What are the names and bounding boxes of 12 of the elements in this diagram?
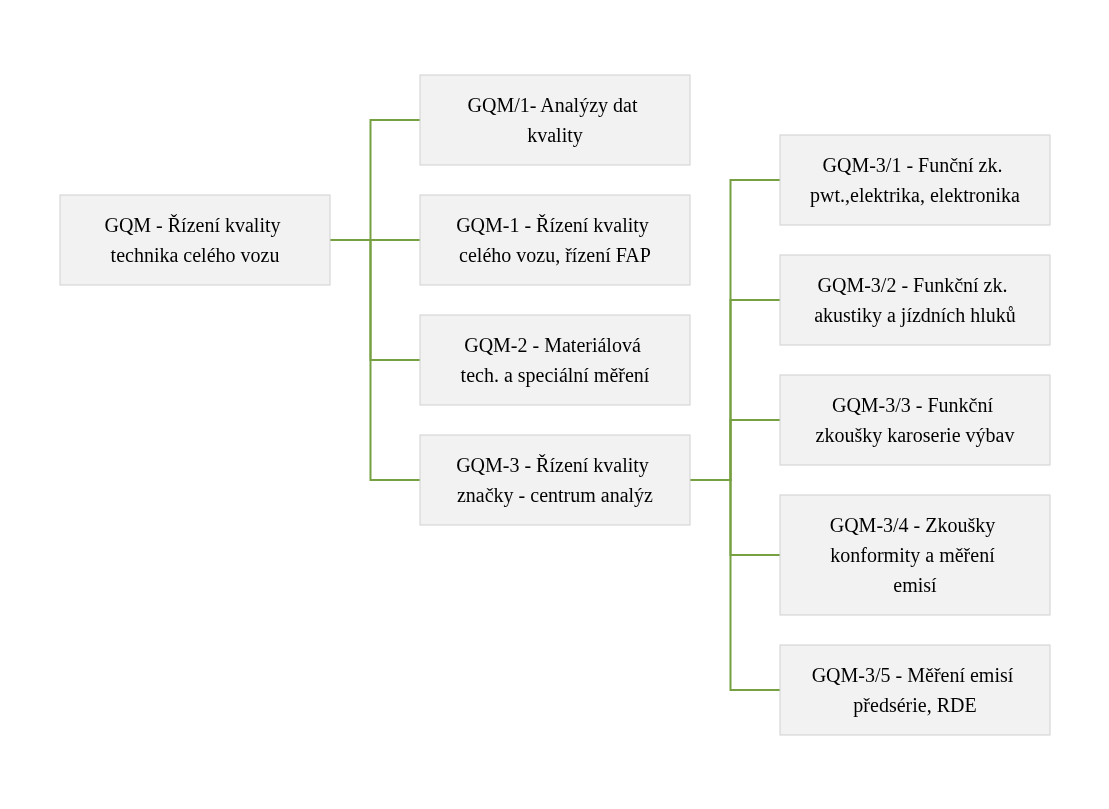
node-box: GQM/1- Analýzy dat kvality <box>419 74 690 165</box>
node-box: GQM-3 - Řízení kvality značky - centrum analýz <box>419 434 690 525</box>
node-box: GQM - Řízení kvality technika celého vozu <box>59 194 330 285</box>
connector <box>688 478 781 691</box>
node-box: GQM-3/5 - Měření emisí předsérie, RDE <box>779 644 1050 735</box>
node-box: GQM-3/3 - Funkční zkoušky karoserie výbav <box>779 374 1050 465</box>
node-box: GQM-3/1 - Funční zk. pwt.,elektrika, elektronika <box>779 134 1050 225</box>
node-box: GQM-2 - Materiálová tech. a speciální měření <box>419 314 690 405</box>
connector <box>328 238 421 481</box>
node-box: GQM-1 - Řízení kvality celého vozu, řízení FAP <box>419 194 690 285</box>
node-box: GQM-3/2 - Funkční zk. akustiky a jízdních hluků <box>779 254 1050 345</box>
node-box: GQM-3/4 - Zkoušky konformity a měření emisí <box>779 494 1050 615</box>
